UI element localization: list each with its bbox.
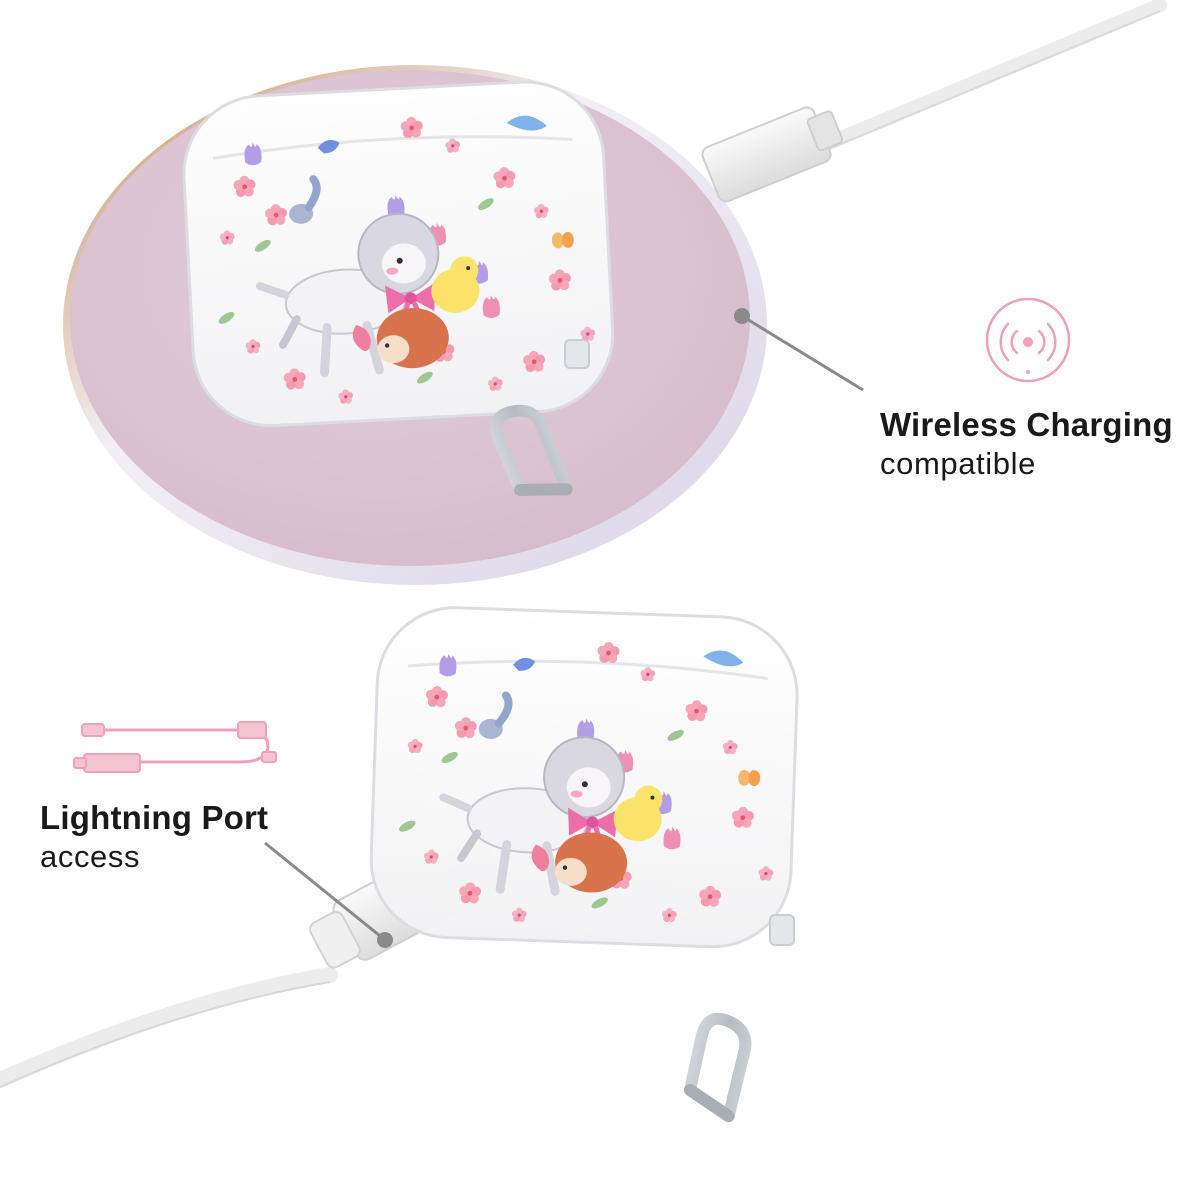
case-hinge-top	[564, 339, 590, 369]
airpods-case-bottom	[368, 605, 799, 949]
wireless-charging-subtitle: compatible	[880, 446, 1036, 481]
lightning-port-label: Lightning Port access	[40, 798, 268, 876]
wireless-charging-icon	[985, 297, 1071, 383]
heart-carabiner-bottom	[667, 1011, 772, 1127]
wireless-charging-title: Wireless Charging	[880, 406, 1173, 443]
wireless-charging-label: Wireless Charging compatible	[880, 405, 1173, 483]
airpods-case-top	[180, 78, 617, 430]
lightning-port-title: Lightning Port	[40, 799, 269, 836]
case-hinge-bottom	[769, 914, 795, 946]
wireless-pointer	[734, 308, 864, 392]
lightning-cable-icon	[73, 721, 277, 773]
lightning-pointer	[264, 841, 393, 948]
charging-pad-cable	[701, 0, 1167, 203]
lightning-port-subtitle: access	[40, 839, 141, 874]
